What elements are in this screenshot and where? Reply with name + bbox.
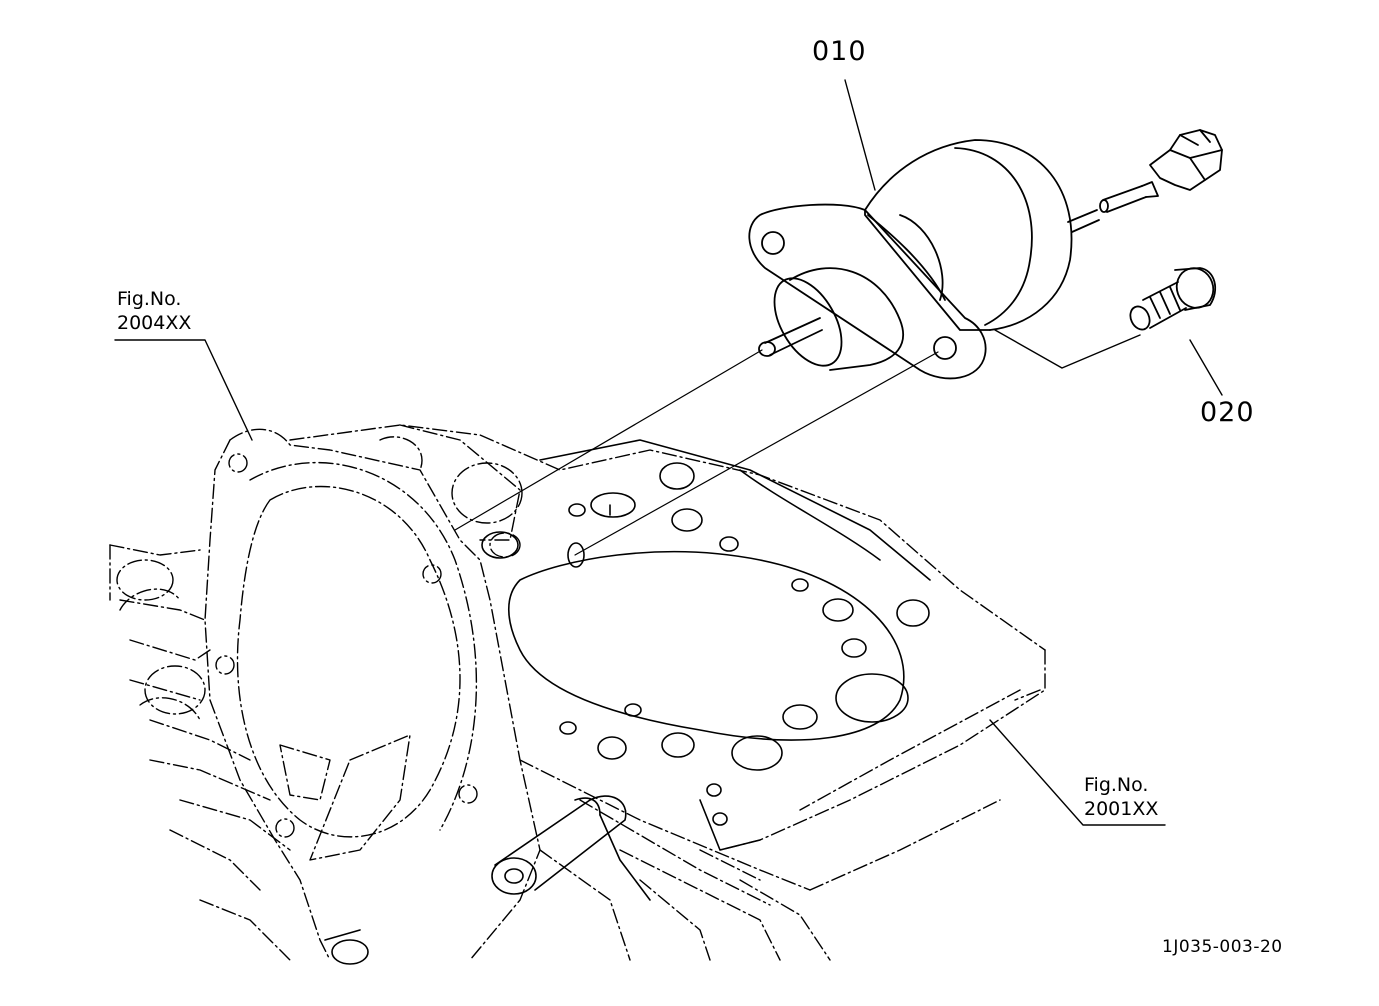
figure-ref-number: 2001XX bbox=[1084, 798, 1159, 820]
drawing-code: 1J035-003-20 bbox=[1162, 937, 1283, 957]
figure-ref-label: Fig.No. bbox=[1084, 774, 1149, 796]
part-number-020: 020 bbox=[1200, 397, 1255, 428]
engine-block bbox=[110, 425, 1045, 960]
hex-socket-bolt bbox=[1127, 263, 1219, 333]
stop-solenoid bbox=[749, 130, 1222, 378]
part-number-010: 010 bbox=[812, 36, 867, 67]
leader-lines bbox=[115, 80, 1222, 825]
figure-ref-2004xx: Fig.No. 2004XX bbox=[117, 287, 191, 335]
figure-ref-number: 2004XX bbox=[117, 312, 192, 334]
figure-ref-2001xx: Fig.No. 2001XX bbox=[1084, 773, 1158, 821]
mount-alignment-lines bbox=[455, 350, 938, 555]
engine-front-bosses bbox=[325, 796, 650, 964]
gear-case-housing bbox=[205, 425, 540, 960]
figure-ref-label: Fig.No. bbox=[117, 288, 182, 310]
head-gasket bbox=[482, 440, 930, 850]
